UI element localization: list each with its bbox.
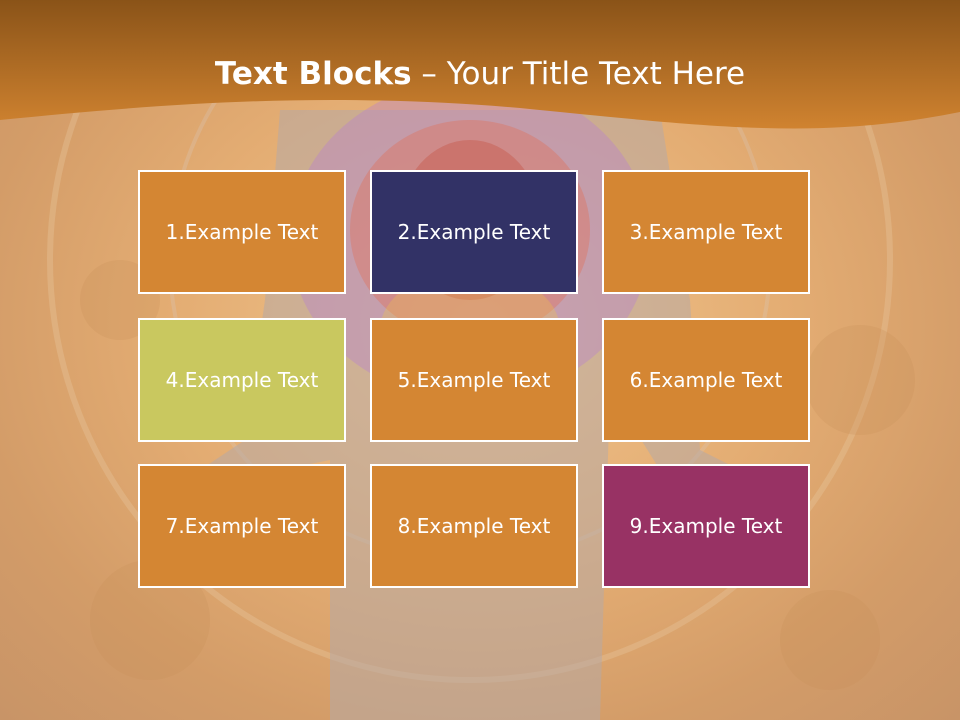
text-block-label: 5.Example Text <box>397 368 551 392</box>
text-block-4[interactable]: 4.Example Text <box>138 318 346 442</box>
text-block-label: 7.Example Text <box>165 514 319 538</box>
text-block-8[interactable]: 8.Example Text <box>370 464 578 588</box>
text-block-6[interactable]: 6.Example Text <box>602 318 810 442</box>
text-block-2[interactable]: 2.Example Text <box>370 170 578 294</box>
text-block-label: 9.Example Text <box>629 514 783 538</box>
text-block-1[interactable]: 1.Example Text <box>138 170 346 294</box>
title-banner <box>0 0 960 129</box>
slide-title: Text Blocks – Your Title Text Here <box>0 52 960 96</box>
text-block-9[interactable]: 9.Example Text <box>602 464 810 588</box>
text-block-label: 8.Example Text <box>397 514 551 538</box>
title-bold-part: Text Blocks <box>214 56 412 92</box>
text-block-label: 1.Example Text <box>165 220 319 244</box>
text-block-label: 6.Example Text <box>629 368 783 392</box>
text-block-7[interactable]: 7.Example Text <box>138 464 346 588</box>
text-block-5[interactable]: 5.Example Text <box>370 318 578 442</box>
text-block-3[interactable]: 3.Example Text <box>602 170 810 294</box>
text-blocks-grid: 1.Example Text 2.Example Text 3.Example … <box>138 170 816 594</box>
title-regular-part: – Your Title Text Here <box>411 56 746 92</box>
text-block-label: 3.Example Text <box>629 220 783 244</box>
text-block-label: 4.Example Text <box>165 368 319 392</box>
text-block-label: 2.Example Text <box>397 220 551 244</box>
